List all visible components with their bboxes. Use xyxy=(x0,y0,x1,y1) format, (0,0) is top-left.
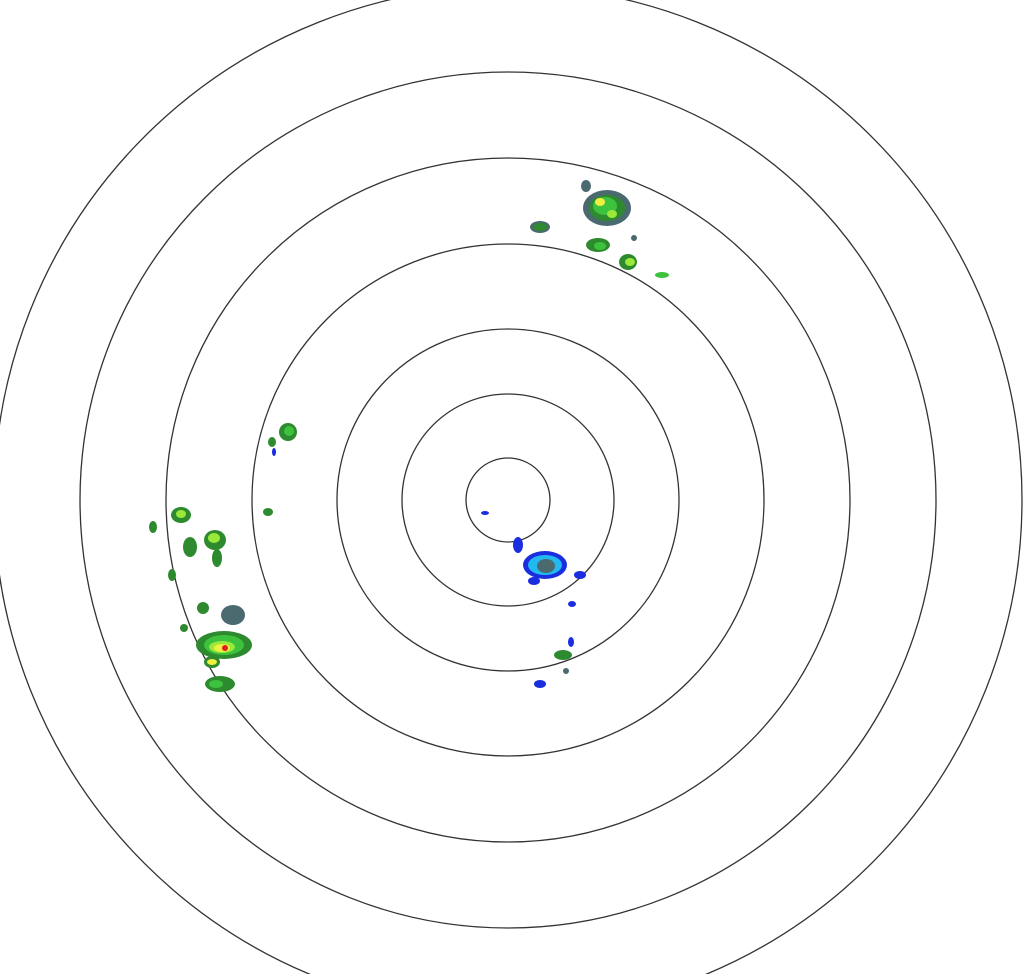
echo-cell xyxy=(208,533,220,543)
echo-cell xyxy=(631,235,637,241)
echo-cell xyxy=(207,659,217,665)
echo-cell xyxy=(563,668,569,674)
echo-cell xyxy=(594,242,606,250)
echo-cell xyxy=(534,680,546,688)
echo-cell xyxy=(272,448,276,456)
echo-cell xyxy=(284,426,294,436)
echo-cell xyxy=(625,258,635,266)
range-ring-1 xyxy=(465,457,551,543)
echo-cell xyxy=(655,272,669,278)
range-ring-4 xyxy=(251,243,765,757)
echo-cell xyxy=(222,645,228,651)
echo-cell xyxy=(533,223,547,231)
echo-cell xyxy=(528,577,540,585)
range-ring-3 xyxy=(336,328,680,672)
echo-cell xyxy=(568,601,576,607)
echo-cell xyxy=(607,210,617,218)
echo-cell xyxy=(168,569,176,581)
echo-cell xyxy=(537,559,555,573)
echo-cell xyxy=(176,510,186,518)
echo-cell xyxy=(268,437,276,447)
echo-cell xyxy=(183,537,197,557)
echo-cell xyxy=(197,602,209,614)
echo-cell xyxy=(581,180,591,192)
echo-cell xyxy=(568,637,574,647)
precipitation-echoes xyxy=(149,180,669,692)
echo-cell xyxy=(221,605,245,625)
echo-cell xyxy=(263,508,273,516)
echo-cell xyxy=(513,537,523,553)
echo-cell xyxy=(209,680,223,688)
echo-cell xyxy=(595,198,605,206)
range-ring-6 xyxy=(79,71,937,929)
echo-cell xyxy=(212,549,222,567)
range-ring-2 xyxy=(401,393,615,607)
echo-cell xyxy=(149,521,157,533)
range-ring-5 xyxy=(165,157,851,843)
echo-cell xyxy=(574,571,586,579)
echo-cell xyxy=(481,511,489,515)
echo-cell xyxy=(180,624,188,632)
echo-cell xyxy=(554,650,572,660)
